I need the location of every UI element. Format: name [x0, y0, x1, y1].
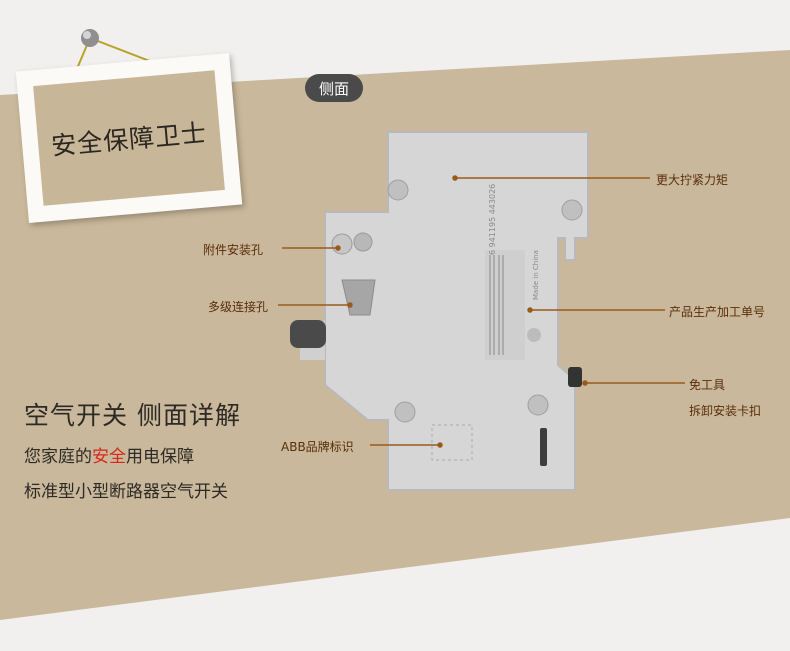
tagline-after: 用电保障 — [126, 447, 194, 467]
callout-torque: 更大拧紧力矩 — [656, 173, 729, 187]
headline: 空气开关 侧面详解 — [24, 401, 241, 430]
tagline: 您家庭的安全用电保障 — [24, 442, 194, 467]
tagline-highlight: 安全 — [92, 447, 126, 467]
barcode — [485, 250, 525, 360]
barcode-number: 6 941195 443026 — [488, 183, 497, 255]
view-badge: 侧面 — [305, 74, 363, 102]
subline: 标准型小型断路器空气开关 — [24, 482, 228, 502]
made-in-label: Made in China — [532, 250, 540, 300]
callout-serial-number: 产品生产加工单号 — [669, 305, 766, 319]
sign-panel: 安全保障卫士 — [33, 70, 225, 206]
callout-tool-free: 免工具 — [689, 378, 726, 392]
callout-abb-mark: ABB品牌标识 — [281, 440, 354, 454]
sign-text: 安全保障卫士 — [50, 118, 209, 161]
hanging-sign: 安全保障卫士 — [15, 52, 243, 224]
tagline-before: 您家庭的 — [24, 447, 92, 467]
callout-multi-level-hole: 多级连接孔 — [208, 300, 269, 314]
callout-accessory-hole: 附件安装孔 — [203, 243, 264, 257]
breaker-side-view — [290, 131, 589, 491]
callout-tool-free-clip: 拆卸安装卡扣 — [689, 404, 762, 418]
